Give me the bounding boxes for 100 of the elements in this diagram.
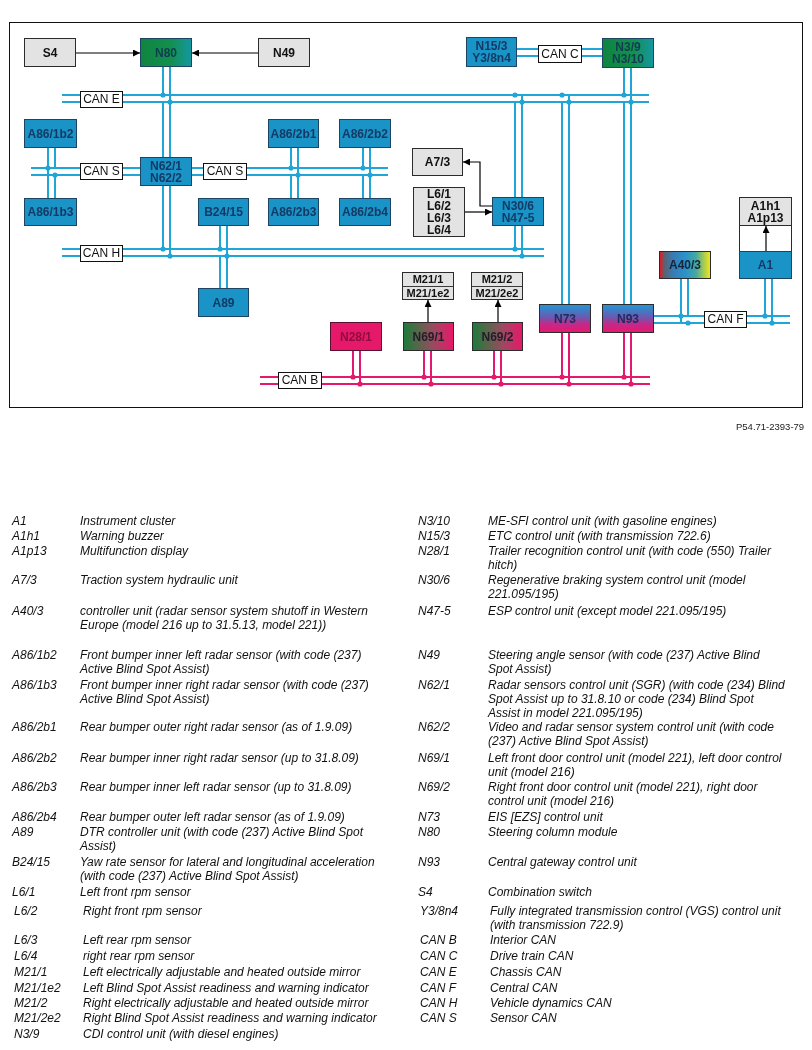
key-description: Right Blind Spot Assist readiness and warning indicator [83,1011,378,1025]
control-unit-box [602,38,654,68]
key-code: N28/1 [418,544,451,558]
key-description: Rear bumper outer right radar sensor (as of 1.9.09) [80,720,354,734]
key-description: Front bumper inner left radar sensor (with code (237) Active Blind Spot Assist) [80,648,363,676]
key-description: Regenerative braking system control unit (model 221.095/195) [488,573,747,601]
key-code: M21/2e2 [14,1011,61,1025]
key-code: N62/1 [418,678,451,692]
control-unit-box [330,322,382,351]
bus-line [517,48,538,57]
key-code: N62/2 [418,720,451,734]
bus-name: CAN H [82,247,121,260]
key-code: CAN H [420,996,458,1010]
key-code: N73 [418,810,440,824]
key-description: ESP control unit (except model 221.095/195) [488,604,728,618]
key-code: L6/4 [14,949,38,963]
unit-code: N30/6 [502,199,534,212]
key-code: A1 [12,514,27,528]
key-code: A86/2b3 [12,780,57,794]
bus-name: CAN S [83,165,120,178]
key-description: Chassis CAN [490,965,563,979]
key-description: Rear bumper outer left radar sensor (as of 1.9.09) [80,810,346,824]
key-description: Video and radar sensor system control unit (with code (237) Active Blind Spot Assist) [488,720,775,748]
key-description: Right front door control unit (model 221), right door control unit (model 216) [488,780,759,808]
key-code: A7/3 [12,573,37,587]
key-description: Sensor CAN [490,1011,558,1025]
unit-code: A1p13 [747,211,784,224]
key-description: right rear rpm sensor [83,949,196,963]
key-description: Right electrically adjustable and heated outside mirror [83,996,370,1010]
key-description: Drive train CAN [490,949,575,963]
key-description: Right front rpm sensor [83,904,203,918]
unit-code: A86/2b2 [342,127,388,140]
bus-line [582,48,602,57]
unit-code: N93 [617,312,639,325]
component-box [471,272,523,300]
control-unit-box [140,157,192,186]
bus-line [260,376,278,385]
bus-line [62,94,80,103]
key-code: M21/2 [14,996,48,1010]
control-unit-box [268,119,319,148]
unit-code: A86/2b1 [270,127,317,140]
key-code: N80 [418,825,440,839]
control-unit-box [198,198,249,226]
key-description: Central CAN [490,981,559,995]
unit-code: L6/2 [427,200,451,212]
key-description: DTR controller unit (with code (237) Active Blind Spot Assist) [80,825,365,853]
key-code: N47-5 [418,604,451,618]
key-code: A86/2b4 [12,810,57,824]
unit-code: N62/1 [150,159,182,172]
key-code: A40/3 [12,604,44,618]
key-description: EIS [EZS] control unit [488,810,604,824]
key-code: S4 [418,885,433,899]
control-unit-box [339,198,391,226]
key-description: Left front rpm sensor [80,885,192,899]
unit-code: N3/10 [612,53,644,65]
unit-code: N80 [155,46,177,59]
unit-code: M21/2e2 [472,285,522,299]
key-description: ETC control unit (with transmission 722.6) [488,529,712,543]
arrow [494,299,502,323]
key-code: CAN B [420,933,457,947]
key-code: A86/1b2 [12,648,57,662]
component-box [413,187,465,237]
key-code: N49 [418,648,440,662]
key-code: CAN C [420,949,458,963]
key-description: Front bumper inner right radar sensor (with code (237) Active Blind Spot Assist) [80,678,370,706]
arrow [424,299,432,323]
arrow [464,208,493,216]
unit-code: B24/15 [204,206,243,218]
component-box [412,148,463,176]
key-description: Rear bumper inner right radar sensor (up to 31.8.09) [80,751,360,765]
key-description: Rear bumper inner left radar sensor (up to 31.8.09) [80,780,353,794]
figure-number: P54.71-2393-79 [736,421,805,432]
arrow [191,49,259,57]
control-unit-box [539,304,591,333]
key-code: CAN S [420,1011,457,1025]
key-code: A86/1b3 [12,678,57,692]
key-code: A1p13 [12,544,47,558]
unit-code: N73 [554,312,576,325]
key-code: N15/3 [418,529,451,543]
key-description: Combination switch [488,885,594,899]
bus-name: CAN E [83,93,120,106]
key-code: L6/1 [12,885,36,899]
component-box [739,197,792,226]
unit-code: N3/9 [615,41,641,53]
unit-code: L6/1 [427,188,451,200]
arrow [462,158,493,207]
key-description: Left Blind Spot Assist readiness and warning indicator [83,981,370,995]
bus-line [192,167,203,176]
unit-code: A86/2b3 [270,206,317,218]
key-code: N3/10 [418,514,451,528]
control-unit-box [466,37,517,67]
unit-code: A86/1b3 [27,206,74,218]
unit-code: N49 [273,46,295,59]
component-box [258,38,310,67]
component-box [402,272,454,300]
key-code: A1h1 [12,529,41,543]
unit-code: N47-5 [501,211,535,224]
key-code: A86/2b1 [12,720,57,734]
key-description: Central gateway control unit [488,855,638,869]
key-code: M21/1 [14,965,48,979]
